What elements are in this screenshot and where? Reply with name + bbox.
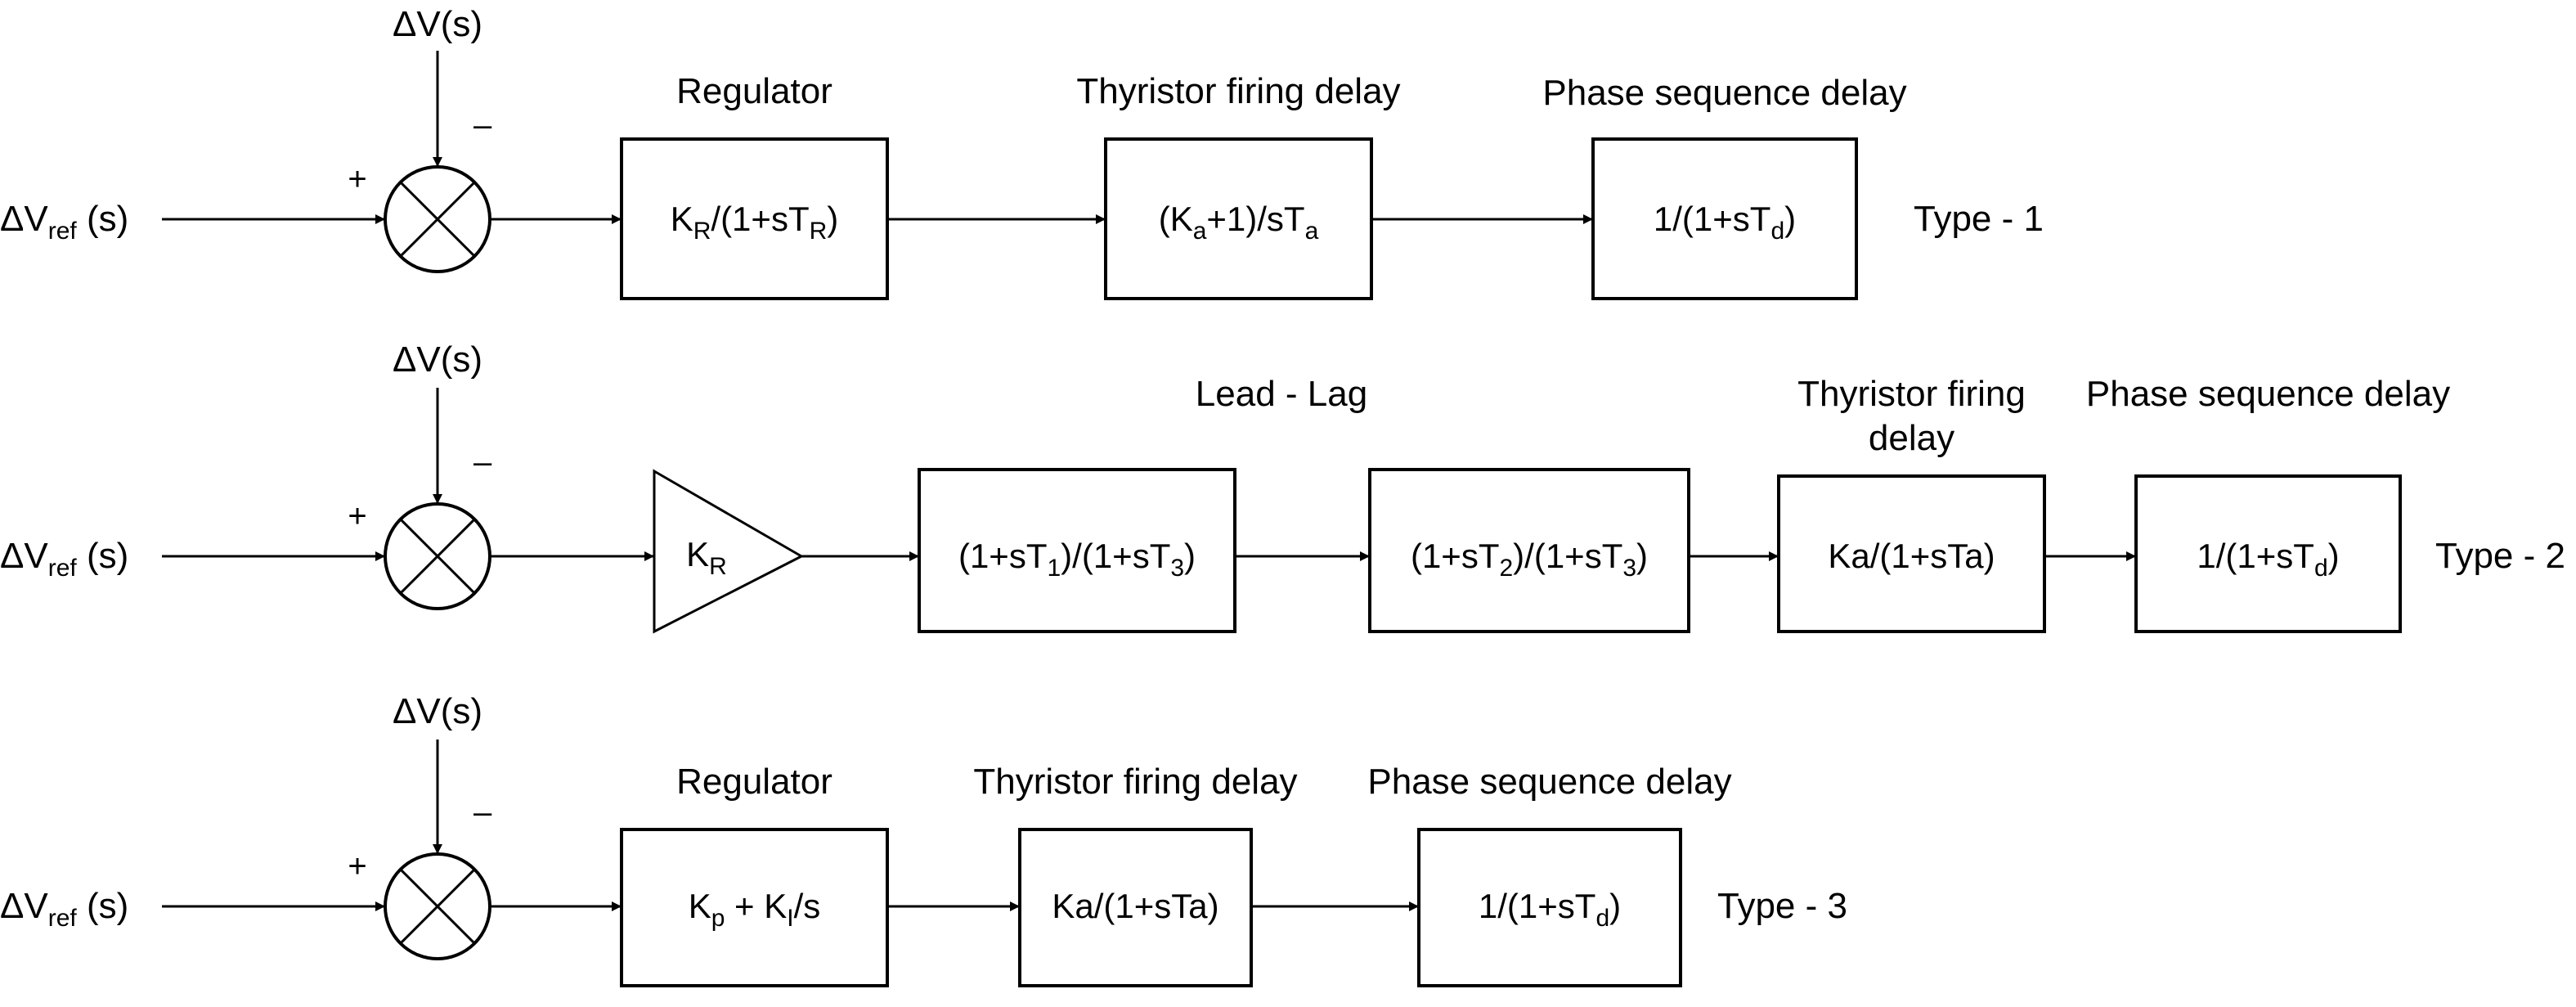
- transfer-block: [2134, 474, 2402, 633]
- plus-sign: +: [348, 498, 366, 534]
- block-caption: Thyristor firing delay: [973, 762, 1297, 802]
- text-part: Ka/(1+sTa): [1828, 537, 1995, 575]
- block-caption: Phase sequence delay: [2086, 374, 2450, 414]
- transfer-block: [1591, 137, 1858, 300]
- transfer-function: 1/(1+sTd): [1654, 200, 1796, 245]
- minus-sign: –: [473, 444, 492, 480]
- subscript: p: [711, 905, 725, 932]
- subscript: d: [1770, 218, 1784, 245]
- subscript: R: [709, 553, 727, 580]
- amplifier-triangle: [653, 469, 805, 634]
- junction-cross: [399, 868, 476, 945]
- text-part: ): [827, 200, 838, 238]
- subscript: ref: [48, 905, 78, 932]
- input-label: ΔVref (s): [0, 199, 128, 245]
- transfer-block: [620, 137, 889, 300]
- text-part: )/(1+sT: [1513, 537, 1622, 575]
- text-part: 1/(1+sT: [1479, 887, 1596, 925]
- transfer-function: (1+sT1)/(1+sT3): [958, 537, 1196, 582]
- text-part: K: [686, 535, 709, 573]
- transfer-block: [1417, 828, 1682, 987]
- text-part: K: [671, 200, 693, 238]
- subscript: R: [693, 218, 711, 245]
- subscript: R: [810, 218, 828, 245]
- transfer-block: [1777, 474, 2046, 633]
- text-part: 1/(1+sT: [2197, 537, 2314, 575]
- subscript: a: [1305, 218, 1319, 245]
- transfer-block: [1104, 137, 1373, 300]
- text-part: ): [1636, 537, 1648, 575]
- transfer-function: (1+sT2)/(1+sT3): [1411, 537, 1648, 582]
- text-part: /s: [794, 887, 821, 925]
- text-part: (1+sT: [1411, 537, 1500, 575]
- subscript: a: [1193, 218, 1207, 245]
- feedback-label: ΔV(s): [393, 691, 482, 731]
- text-part: K: [689, 887, 711, 925]
- subscript: ref: [48, 555, 78, 582]
- text-part: ): [1184, 537, 1196, 575]
- subscript: d: [1595, 905, 1609, 932]
- text-part: (s): [77, 199, 129, 239]
- amplifier-gain: KR: [686, 535, 727, 580]
- input-label: ΔVref (s): [0, 886, 128, 932]
- block-caption: Regulator: [676, 762, 832, 802]
- transfer-block: [918, 468, 1236, 633]
- text-part: (s): [77, 886, 129, 926]
- text-part: /(1+sT: [711, 200, 809, 238]
- text-part: ΔV: [0, 536, 48, 576]
- text-part: (1+sT: [958, 537, 1048, 575]
- text-part: ): [1609, 887, 1621, 925]
- text-part: (K: [1159, 200, 1193, 238]
- text-part: ): [1784, 200, 1796, 238]
- transfer-function: 1/(1+sTd): [1479, 887, 1621, 932]
- text-part: )/(1+sT: [1061, 537, 1170, 575]
- subscript: 1: [1047, 555, 1061, 582]
- text-part: ΔV: [0, 199, 48, 239]
- block-caption: delay: [1869, 418, 1954, 458]
- feedback-label: ΔV(s): [393, 4, 482, 44]
- text-part: 1/(1+sT: [1654, 200, 1771, 238]
- subscript: 2: [1499, 555, 1513, 582]
- transfer-function: Ka/(1+sTa): [1052, 887, 1218, 925]
- text-part: + K: [725, 887, 787, 925]
- block-caption: Thyristor firing: [1797, 374, 2026, 414]
- plus-sign: +: [348, 161, 366, 197]
- minus-sign: –: [473, 107, 492, 143]
- subscript: d: [2314, 555, 2328, 582]
- text-part: +1)/sT: [1206, 200, 1304, 238]
- transfer-function: (Ka+1)/sTa: [1159, 200, 1319, 245]
- transfer-function: 1/(1+sTd): [2197, 537, 2339, 582]
- transfer-block: [1368, 468, 1690, 633]
- type-label: Type - 1: [1914, 199, 2044, 239]
- transfer-block: [1018, 828, 1253, 987]
- plus-sign: +: [348, 848, 366, 884]
- block-caption: Phase sequence delay: [1367, 762, 1731, 802]
- transfer-function: Ka/(1+sTa): [1828, 537, 1995, 575]
- text-part: ): [2328, 537, 2340, 575]
- transfer-function: Kp + KI/s: [689, 887, 821, 932]
- subscript: I: [787, 905, 793, 932]
- transfer-block: [620, 828, 889, 987]
- input-label: ΔVref (s): [0, 536, 128, 582]
- type-label: Type - 3: [1717, 886, 1847, 926]
- subscript: 3: [1170, 555, 1184, 582]
- block-caption: Thyristor firing delay: [1076, 71, 1400, 111]
- block-caption: Regulator: [676, 71, 832, 111]
- feedback-label: ΔV(s): [393, 339, 482, 380]
- transfer-function: KR/(1+sTR): [671, 200, 839, 245]
- junction-cross: [399, 518, 476, 595]
- lead-lag-caption: Lead - Lag: [1196, 374, 1367, 414]
- text-part: (s): [77, 536, 129, 576]
- type-label: Type - 2: [2435, 536, 2565, 576]
- minus-sign: –: [473, 794, 492, 830]
- subscript: ref: [48, 218, 78, 245]
- block-caption: Phase sequence delay: [1542, 73, 1906, 113]
- junction-cross: [399, 181, 476, 258]
- subscript: 3: [1622, 555, 1636, 582]
- text-part: Ka/(1+sTa): [1052, 887, 1218, 925]
- text-part: ΔV: [0, 886, 48, 926]
